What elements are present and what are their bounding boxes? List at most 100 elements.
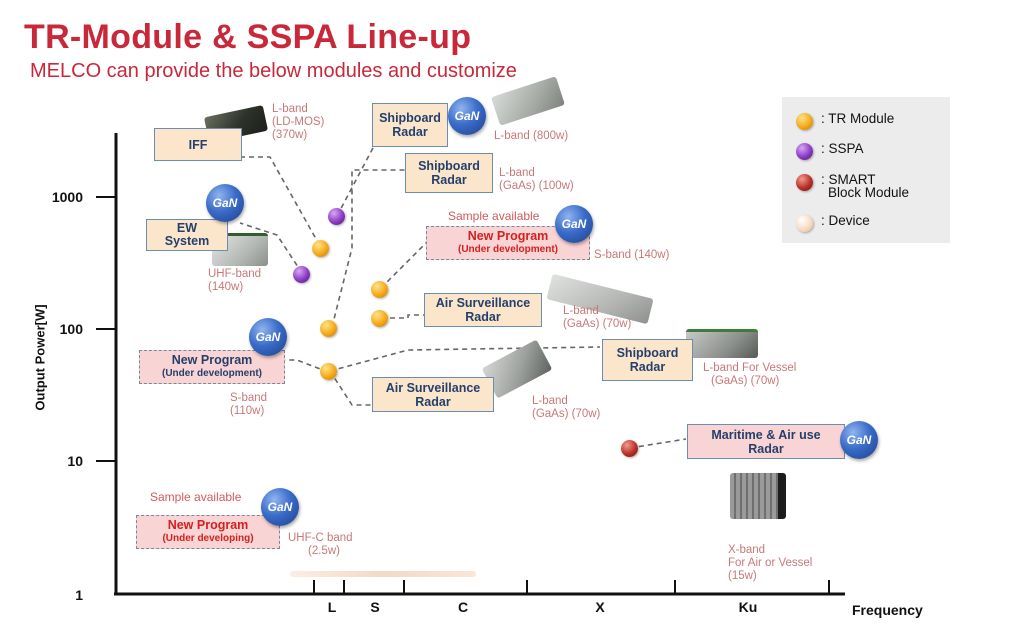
tr-module-dot [320, 363, 337, 380]
tr-module-dot [320, 320, 337, 337]
note-line: (GaAs) (70w) [563, 318, 632, 330]
note-line: (GaAs) (100w) [499, 180, 574, 192]
lband-gaas100-note: L-band (GaAs) (100w) [499, 167, 574, 193]
new-program-s110-box: New Program (Under development) [139, 350, 285, 384]
note-line: UHF-band [208, 268, 262, 280]
box-line: Radar [748, 441, 784, 456]
gan-badge: GaN [840, 421, 878, 459]
smart-block-dot [621, 440, 638, 457]
gan-badge: GaN [448, 97, 486, 135]
tr-module-dot [371, 310, 388, 327]
box-line: (Under developing) [162, 533, 254, 544]
box-line: Radar [415, 394, 451, 409]
lband-gaas70a-note: L-band (GaAs) (70w) [563, 305, 631, 331]
gan-badge: GaN [249, 318, 287, 356]
note-line: (110w) [230, 405, 265, 417]
band-label: S [370, 599, 380, 615]
legend-item-tr-module: : TR Module [796, 112, 894, 130]
uhf-c-note: UHF-C band (2.5w) [288, 532, 353, 558]
legend-label: : TR Module [821, 111, 895, 126]
xband-note: X-band For Air or Vessel (15w) [728, 544, 812, 583]
gan-badge: GaN [206, 184, 244, 222]
sample-available-note: Sample available [448, 209, 540, 223]
box-line: System [164, 234, 210, 248]
maritime-air-radar-box: Maritime & Air use Radar [687, 424, 845, 459]
box-line: Radar [431, 173, 467, 187]
gan-badge: GaN [555, 205, 593, 243]
box-line: Shipboard [616, 346, 679, 360]
ew-system-box: EW System [146, 219, 228, 251]
note-line: (370w) [272, 129, 308, 141]
xband-module-image [730, 473, 786, 519]
tr-module-dot [371, 281, 388, 298]
uhf-c-device-image [290, 571, 476, 577]
note-line: UHF-C band [288, 532, 353, 544]
legend-line: Block Module [828, 185, 910, 200]
note-line: X-band [728, 544, 766, 556]
shipboard-vessel-module-image [686, 329, 758, 358]
box-line: Radar [629, 360, 666, 374]
device-legend-dot [796, 215, 813, 232]
note-line: (15w) [728, 570, 757, 582]
sspa-legend-dot [796, 143, 813, 160]
shipboard-radar-gaas-box: Shipboard Radar [405, 153, 493, 193]
legend: : TR Module : SSPA : SMART Block Module … [782, 97, 950, 243]
note-line: (GaAs) (70w) [711, 375, 780, 387]
sspa-dot [293, 266, 310, 283]
smart-legend-dot [796, 174, 813, 191]
air-surveillance-radar-box-1: Air Surveillance Radar [424, 293, 542, 327]
sample-available-note: Sample available [150, 490, 242, 504]
box-line: (Under development) [457, 244, 558, 255]
iff-box: IFF [154, 128, 242, 161]
box-line: New Program [467, 229, 549, 243]
note-line: (2.5w) [308, 545, 340, 557]
note-line: L-band [499, 167, 535, 179]
shipboard-radar-vessel-box: Shipboard Radar [602, 339, 693, 381]
y-tick-label: 1 [75, 587, 83, 603]
box-line: Shipboard [418, 159, 480, 173]
box-line: EW [176, 221, 198, 235]
box-line: Shipboard [379, 111, 441, 125]
air-surveillance-radar-box-2: Air Surveillance Radar [372, 377, 494, 412]
box-line: Radar [465, 310, 501, 324]
note-line: (LD-MOS) [272, 116, 325, 128]
note-line: L-band For Vessel [703, 362, 797, 374]
legend-line: : SMART [821, 172, 876, 187]
iff-box-label: IFF [188, 137, 208, 152]
lband-800-note: L-band (800w) [494, 130, 569, 142]
axes [114, 133, 845, 596]
page-title: TR-Module & SSPA Line-up [24, 18, 472, 56]
box-line: Air Surveillance [385, 380, 481, 395]
legend-item-smart: : SMART Block Module [796, 173, 909, 199]
note-line: L-band [272, 103, 308, 115]
note-line: L-band [532, 395, 568, 407]
box-line: Maritime & Air use [711, 427, 821, 442]
gan-badge: GaN [261, 488, 299, 526]
lband-vessel-note: L-band For Vessel (GaAs) (70w) [703, 362, 796, 388]
box-line: New Program [171, 353, 253, 367]
page-subtitle: MELCO can provide the below modules and … [30, 60, 517, 82]
y-tick-label: 10 [67, 453, 83, 469]
legend-label: : SMART Block Module [821, 172, 910, 200]
box-line: (Under development) [161, 368, 262, 379]
legend-label: : Device [821, 213, 870, 228]
sband-110-note: S-band (110w) [230, 392, 267, 418]
box-line: Radar [392, 125, 428, 139]
lband-gaas70b-note: L-band (GaAs) (70w) [532, 395, 600, 421]
y-axis-label: Output Power[W] [32, 304, 48, 411]
band-label: Ku [738, 599, 758, 615]
tick-marks [96, 196, 830, 594]
legend-item-device: : Device [796, 214, 870, 232]
note-line: (GaAs) (70w) [532, 408, 601, 420]
y-tick-label: 1000 [51, 189, 83, 205]
legend-label: : SSPA [821, 141, 864, 156]
sband-140-note: S-band (140w) [594, 249, 670, 261]
box-line: New Program [167, 518, 249, 532]
tr-module-dot [312, 240, 329, 257]
note-line: L-band [563, 305, 599, 317]
new-program-uhf-box: New Program (Under developing) [136, 515, 280, 549]
lband-ldmos-note: L-band (LD-MOS) (370w) [272, 103, 324, 142]
x-axis-label: Frequency [852, 602, 923, 618]
note-line: S-band [230, 392, 268, 404]
tr-module-legend-dot [796, 113, 813, 130]
